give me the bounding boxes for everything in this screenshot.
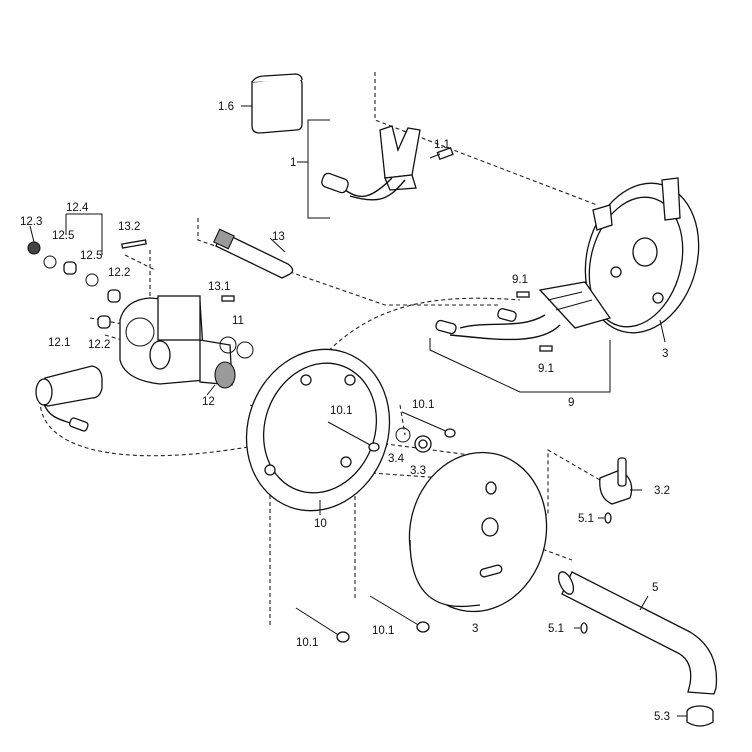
label-leader-lines (29, 105, 687, 717)
label-13-1: 13.1 (208, 281, 230, 293)
label-1-1: 1.1 (434, 139, 450, 151)
label-10-1-c: 10.1 (296, 637, 318, 649)
screws-part (295, 411, 456, 643)
washers-part (395, 427, 432, 453)
label-12-4: 12.4 (66, 202, 89, 214)
cover-block-part (251, 73, 303, 134)
label-9: 9 (568, 397, 574, 409)
mounting-ring-part (245, 348, 391, 515)
label-12-1: 12.1 (48, 337, 70, 349)
label-10-1-d: 10.1 (372, 625, 394, 637)
label-9-1-a: 9.1 (512, 274, 528, 286)
label-12-5-b: 12.5 (80, 250, 102, 262)
label-10-1-b: 10.1 (412, 399, 434, 411)
sensor-board-part (429, 281, 612, 393)
label-11: 11 (232, 315, 244, 327)
label-3-4: 3.4 (388, 453, 405, 465)
rear-housing-part (584, 177, 700, 343)
label-10-1-a: 10.1 (330, 405, 352, 417)
sensor-bracket-part (297, 119, 454, 219)
small-seals-parts (27, 213, 254, 359)
spout-part (557, 571, 718, 695)
label-3-2: 3.2 (654, 485, 670, 497)
label-5-1-a: 5.1 (578, 513, 594, 525)
label-5-3: 5.3 (654, 711, 670, 723)
front-cover-part (408, 451, 548, 613)
valve-body-part (119, 295, 236, 389)
label-5: 5 (652, 582, 658, 594)
label-13-2: 13.2 (118, 221, 140, 233)
label-1-6: 1.6 (218, 101, 234, 113)
label-12-2-b: 12.2 (88, 339, 110, 351)
label-12-3: 12.3 (20, 216, 42, 228)
spindle-part (213, 228, 294, 279)
label-3-3: 3.3 (410, 465, 426, 477)
label-3-top: 3 (662, 348, 668, 360)
knob-fitting-part (580, 457, 633, 634)
label-12-5-a: 12.5 (52, 230, 74, 242)
label-13: 13 (272, 231, 285, 243)
label-12-2-a: 12.2 (108, 267, 130, 279)
cartridge-part (35, 365, 103, 432)
label-9-1-b: 9.1 (538, 363, 554, 375)
label-1: 1 (290, 157, 296, 169)
label-3-bottom: 3 (472, 623, 478, 635)
part-labels: 1.6 1 1.1 3 9.1 9.1 9 12.4 12.3 12.5 12.… (20, 101, 670, 723)
label-5-1-b: 5.1 (548, 623, 564, 635)
aerator-part (686, 705, 714, 727)
label-10: 10 (314, 518, 327, 530)
label-12: 12 (202, 396, 215, 408)
